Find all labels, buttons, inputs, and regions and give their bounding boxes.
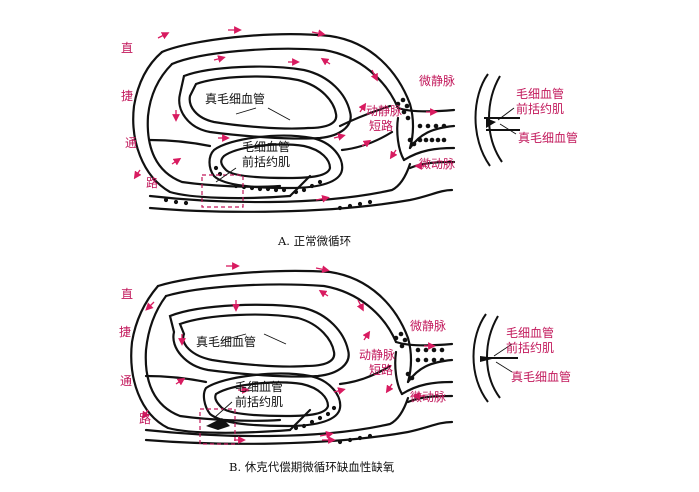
panel-b-inset-sphincter-label-1: 毛细血管 [506,326,555,340]
panel-a-flow-arrows [133,26,438,203]
panel-b-av-shunt-label-2: 短路 [369,363,394,377]
panel-a-inset-sphincter-label-1: 毛细血管 [516,87,565,101]
panel-b-muscle-dots [293,331,445,445]
panel-a-sphincter-highlight [201,174,244,208]
panel-a-thoroughfare-char-3: 通 [125,136,138,150]
panel-b-sphincter-label-2: 前括约肌 [235,395,284,409]
panel-b-thoroughfare-char-3: 通 [120,374,133,388]
panel-a-av-shunt-label-1: 动静脉 [366,104,403,118]
panel-b-thoroughfare-char-1: 直 [121,287,134,301]
panel-a-arteriole-label: 微动脉 [419,157,456,171]
panel-b-pointer-lines [213,333,287,419]
panel-a-muscle-dots [163,97,447,211]
panel-a-thoroughfare-char-1: 直 [121,41,134,55]
panel-a-thoroughfare-char-2: 捷 [121,89,134,103]
panel-b-true-capillary-label: 真毛细血管 [196,335,257,349]
panel-a-inset-true-capillary-label: 真毛细血管 [518,131,579,145]
panel-b-av-shunt-label-1: 动静脉 [359,348,396,362]
panel-b-inset-true-capillary-label: 真毛细血管 [511,370,572,384]
panel-b-inset-sphincter-label-2: 前括约肌 [506,341,555,355]
panel-b-vessels [130,269,454,445]
panel-b-caption: B. 休克代偿期微循环缺血性缺氧 [229,460,395,474]
panel-b-venule-label: 微静脉 [410,319,447,333]
panel-a-sphincter-label-2: 前括约肌 [242,155,291,169]
panel-b-thoroughfare-char-2: 捷 [119,325,132,339]
panel-a-inset [474,73,520,167]
panel-a-venule-label: 微静脉 [419,74,456,88]
panel-b-sphincter-label-1: 毛细血管 [235,380,284,394]
panel-a-vessels [132,33,456,213]
panel-b-sphincter-highlight [199,408,236,445]
panel-b-arteriole-label: 微动脉 [410,390,447,404]
panel-a-sphincter-label-1: 毛细血管 [242,140,291,154]
panel-a-thoroughfare-char-4: 路 [146,176,159,190]
panel-a-av-shunt-label-2: 短路 [369,119,394,133]
panel-a-inset-sphincter [486,118,496,128]
panel-a-caption: A. 正常微循环 [278,234,352,248]
panel-b-thoroughfare-char-4: 路 [139,412,152,426]
panel-b-contracted-sphincter [206,418,230,430]
panel-a-inset-pointers [497,107,517,135]
panel-a-pointer-lines [215,107,291,183]
panel-b-inset-sphincter [480,356,496,362]
panel-a-inset-sphincter-label-2: 前括约肌 [516,102,565,116]
panel-a-true-capillary-label: 真毛细血管 [205,92,266,106]
panel-b-flow-arrows [141,262,436,444]
panel-b-inset-pointers [493,343,513,373]
